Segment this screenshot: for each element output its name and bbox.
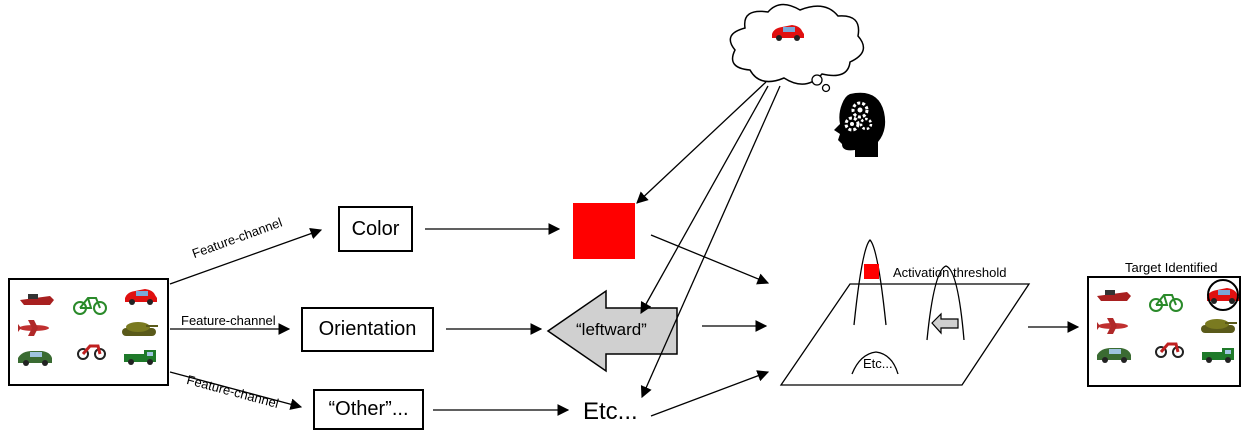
guidance-arrow-other bbox=[640, 85, 781, 399]
result-title: Target Identified bbox=[1125, 260, 1218, 275]
peak-etc-label: Etc... bbox=[863, 356, 893, 371]
target-circle bbox=[1207, 279, 1239, 311]
channel-arrow-color bbox=[169, 228, 323, 285]
head-gears-icon bbox=[834, 92, 886, 157]
arrow-etc-to-map bbox=[650, 370, 770, 417]
node-other: “Other”... bbox=[313, 389, 424, 430]
arrow-red-to-map bbox=[650, 234, 770, 285]
leftward-label: “leftward” bbox=[576, 320, 647, 339]
red-feature-square bbox=[573, 203, 635, 259]
node-color: Color bbox=[338, 206, 413, 252]
channel-arrow-other bbox=[169, 371, 303, 410]
guidance-arrow-color bbox=[636, 81, 767, 204]
threshold-label: Activation threshold bbox=[893, 265, 1007, 280]
result-scene bbox=[1087, 276, 1241, 387]
guidance-arrow-orientation bbox=[640, 85, 769, 315]
small-leftward-arrow bbox=[931, 312, 959, 335]
thought-cloud-icon bbox=[729, 3, 865, 93]
input-scene bbox=[8, 278, 169, 386]
threshold-marker bbox=[864, 264, 879, 279]
edge-label-channel-orientation: Feature-channel bbox=[181, 313, 276, 328]
node-orientation: Orientation bbox=[301, 307, 434, 352]
etc-output-label: Etc... bbox=[583, 398, 638, 425]
priority-map bbox=[779, 239, 1031, 386]
